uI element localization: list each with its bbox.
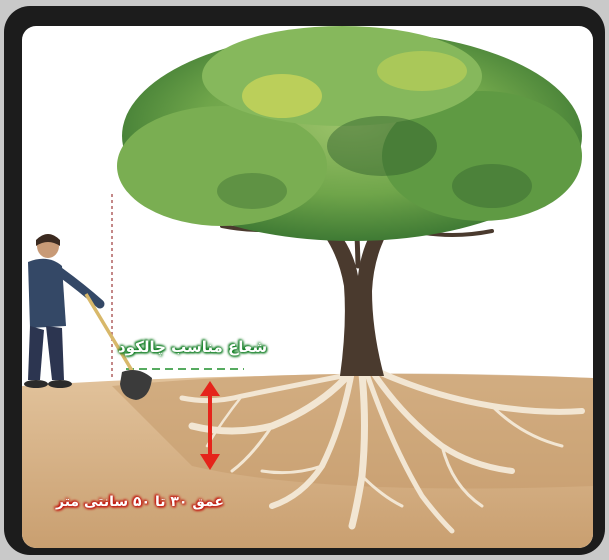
suitable-digging-radius-label: شعاع مناسب چالکود bbox=[118, 338, 267, 356]
image-frame: شعاع مناسب چالکود عمق ۳۰ تا ۵۰ سانتی متر bbox=[4, 6, 605, 555]
tree-canopy bbox=[117, 26, 582, 241]
depth-label: عمق ۳۰ تا ۵۰ سانتی متر bbox=[56, 494, 224, 510]
tree-planting-illustration bbox=[22, 26, 593, 548]
illustration-panel: شعاع مناسب چالکود عمق ۳۰ تا ۵۰ سانتی متر bbox=[22, 26, 593, 548]
gardener-figure bbox=[24, 234, 100, 388]
